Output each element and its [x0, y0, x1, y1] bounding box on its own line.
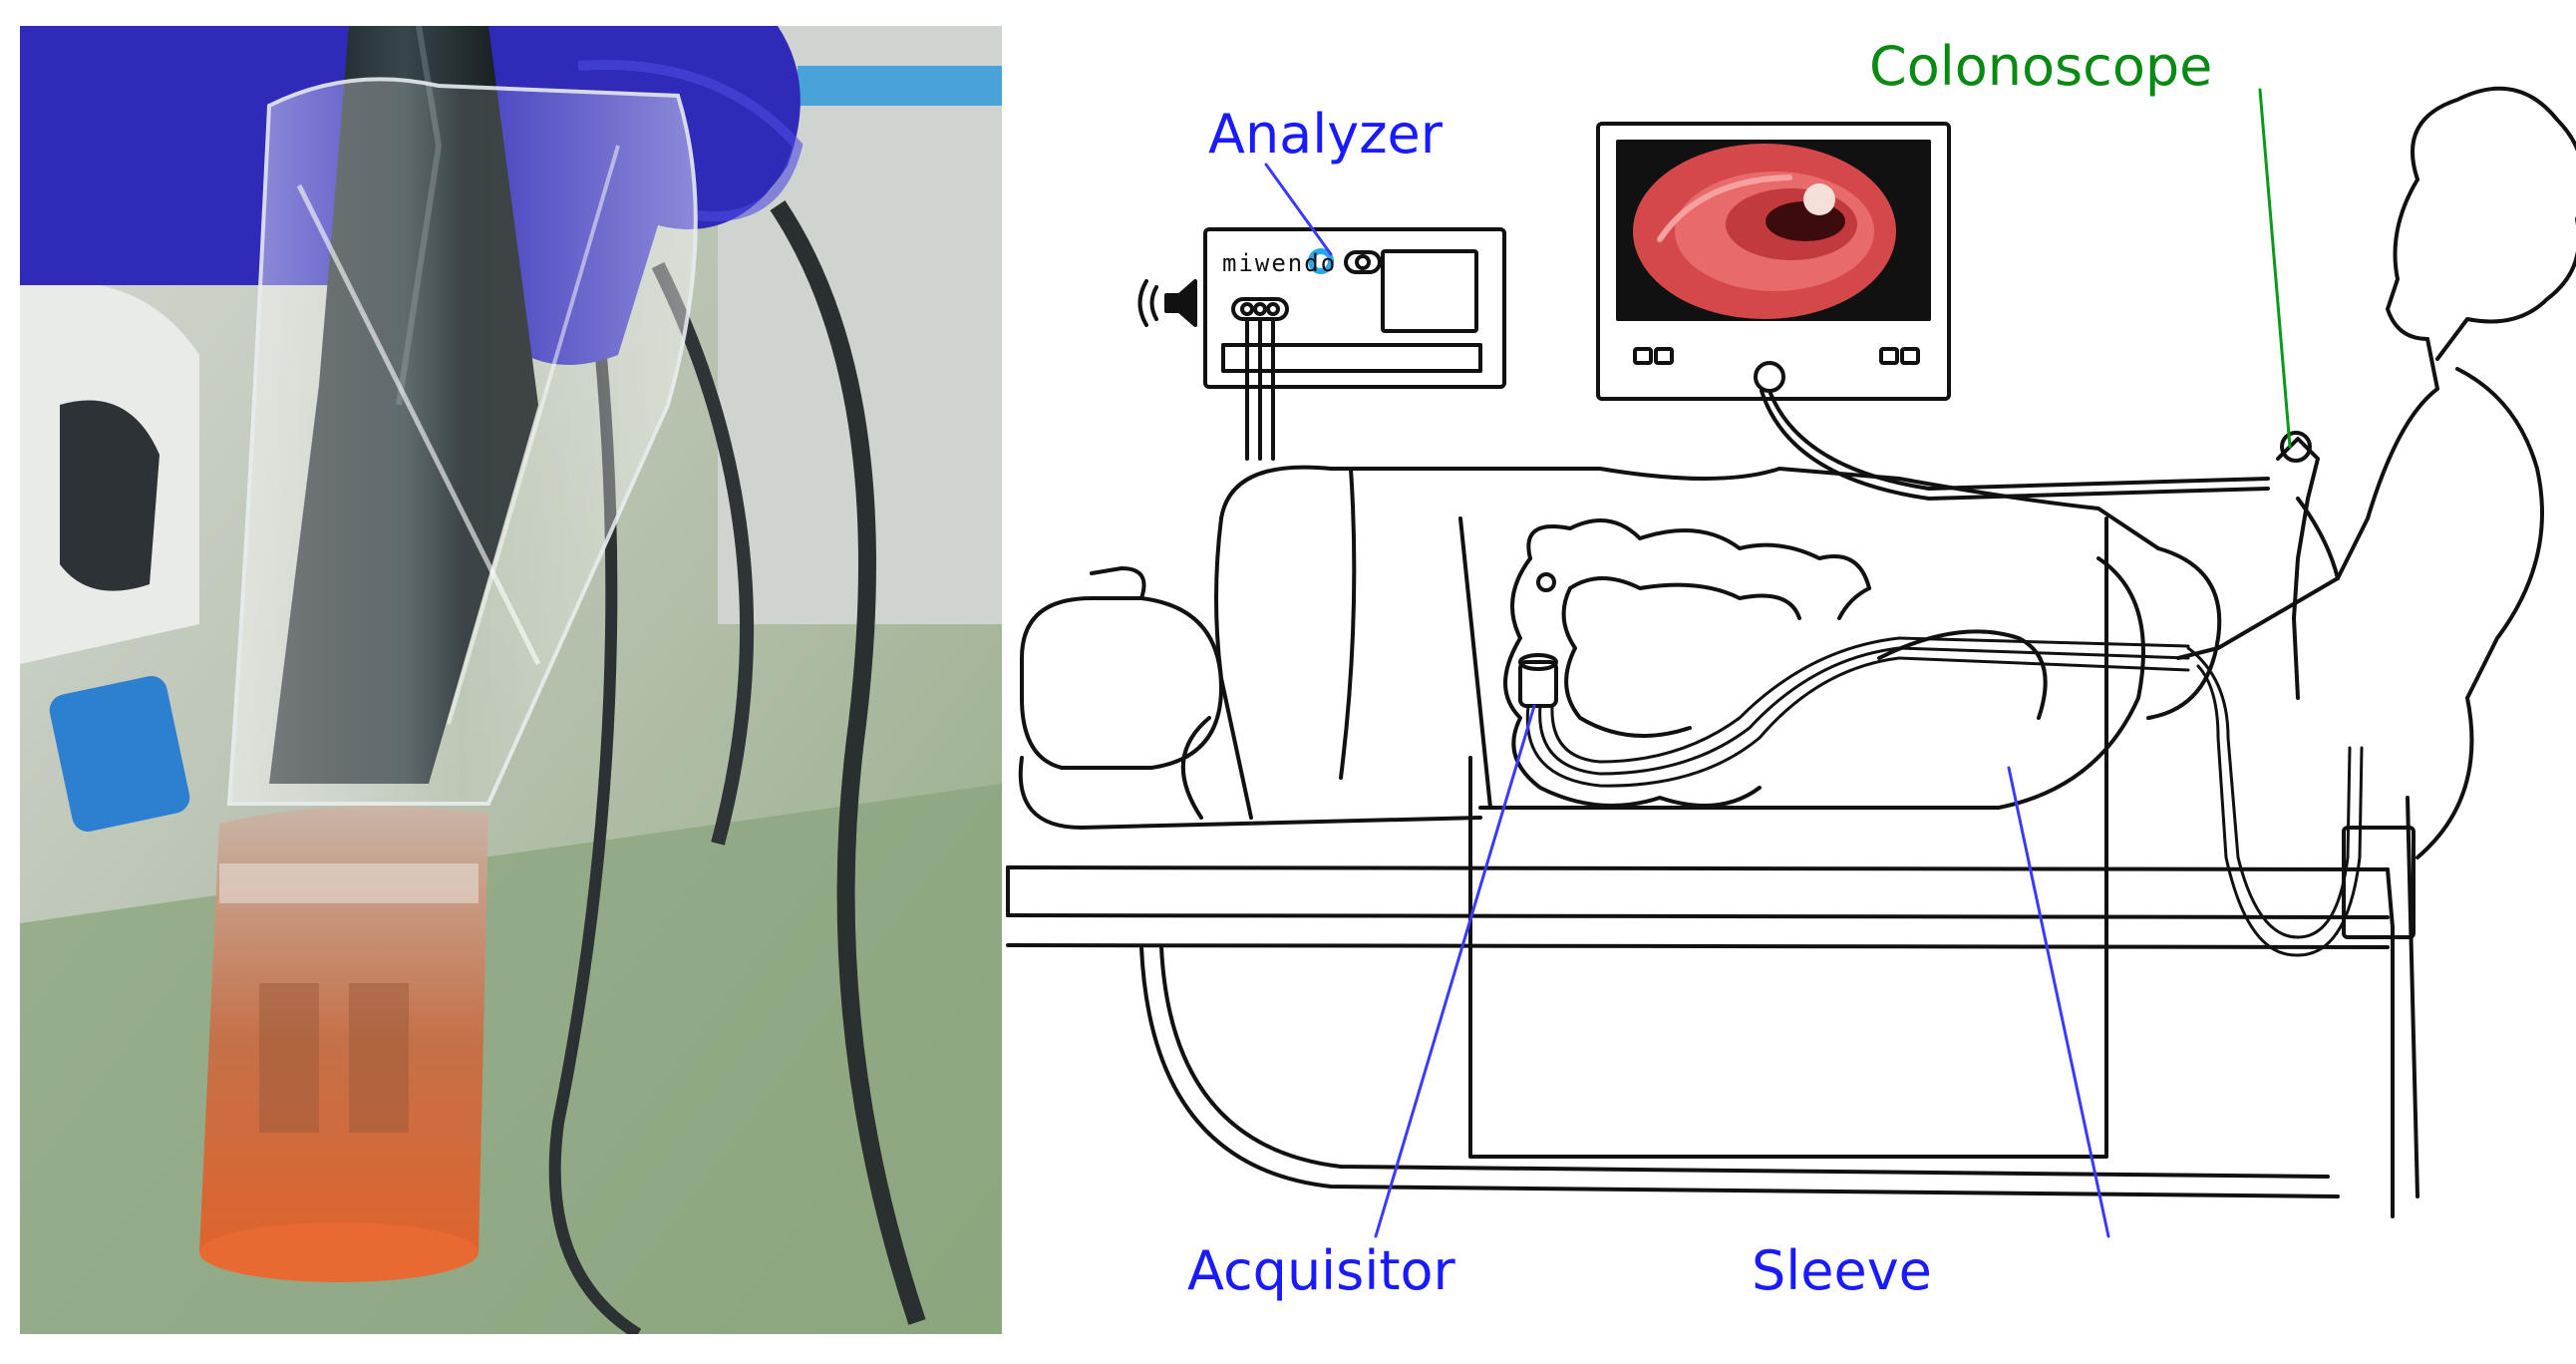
acquisitor-callout-line — [1374, 704, 1536, 1238]
operator — [2176, 86, 2576, 1198]
sleeve-photo-illustration — [20, 26, 1002, 1334]
bed — [1006, 865, 2395, 1218]
procedure-diagram: miwendo Analyzer Colonoscope Acquisitor … — [1002, 0, 2576, 1360]
analyzer-brand-label: miwendo — [1222, 249, 1338, 277]
colonoscope-label: Colonoscope — [1869, 35, 2213, 98]
scope-holder — [2342, 826, 2415, 939]
analyzer-box — [1203, 227, 1506, 389]
colonoscope-insertion-tube — [1525, 636, 2364, 957]
patient — [1018, 465, 2222, 830]
colon — [1503, 518, 2048, 808]
sleeve-callout-line — [2007, 766, 2110, 1238]
procedure-diagram-lines — [1006, 86, 2576, 1238]
colonoscope-callout-line — [2258, 88, 2292, 449]
colonoscope-handle — [2276, 431, 2320, 700]
speaker-icon — [1137, 279, 1197, 327]
analyzer-label: Analyzer — [1208, 103, 1443, 166]
acquisitor-cap — [1518, 653, 1558, 708]
acquisitor-label: Acquisitor — [1187, 1239, 1455, 1302]
sleeve-photo — [20, 26, 1002, 1334]
blanket — [1468, 516, 2108, 1159]
sleeve-label: Sleeve — [1752, 1239, 1932, 1302]
analyzer-callout-line — [1264, 163, 1333, 256]
monitor-screen — [1633, 144, 1896, 319]
